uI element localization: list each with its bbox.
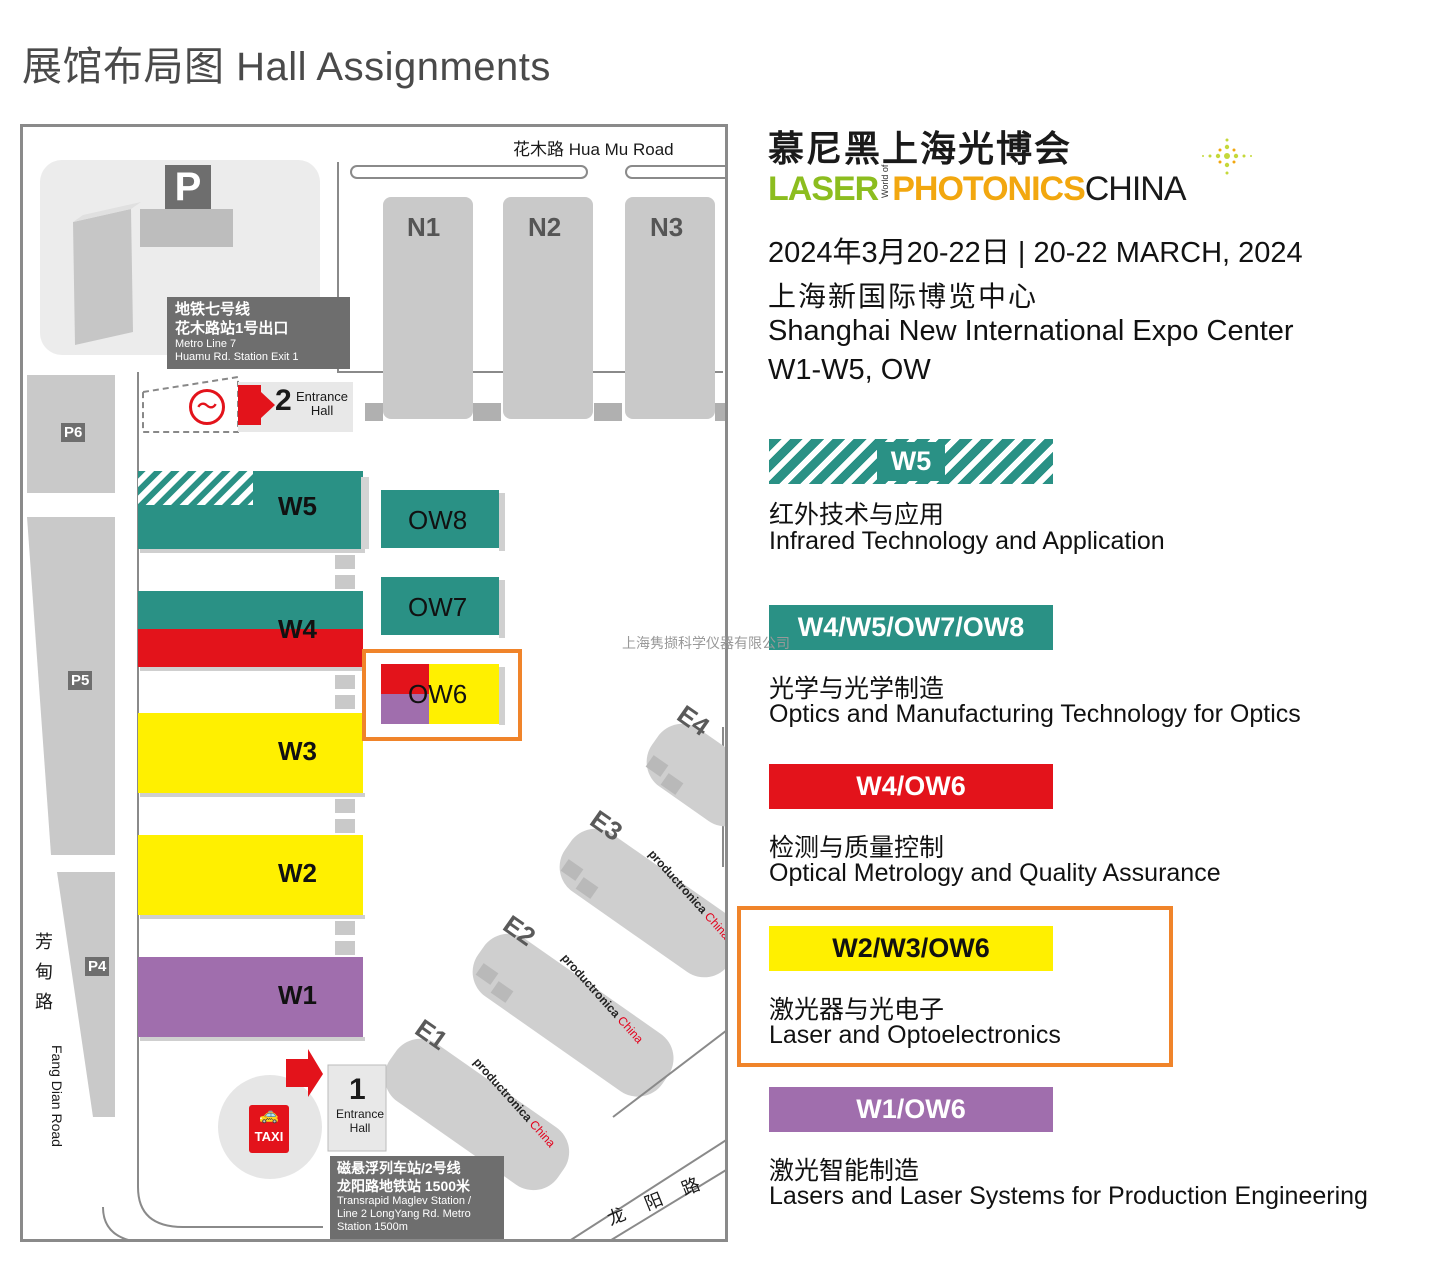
- entrance1-number: 1: [349, 1073, 366, 1106]
- p4-lot: [57, 872, 115, 1117]
- brand-sparkle-icon: [1202, 138, 1252, 175]
- road-fang-char3: 路: [35, 992, 53, 1012]
- venue-english: Shanghai New International Expo Center: [768, 315, 1294, 347]
- hall-n3-label: N3: [650, 212, 684, 242]
- hall-w2-label: W2: [278, 858, 317, 888]
- north-halls: [365, 197, 725, 421]
- brand-world-of: World of: [880, 164, 891, 199]
- entrance2-text2: Hall: [310, 403, 334, 418]
- entrance2-number: 2: [275, 384, 292, 417]
- legend-laser-en: Laser and Optoelectronics: [769, 1021, 1061, 1049]
- legend-laser-bar: W2/W3/OW6: [769, 926, 1053, 971]
- legend-laser-highlight: [737, 906, 1173, 1067]
- venue-map: 花木路 Hua Mu Road P N1 N2 N3 地铁七号线 花木路站1号出…: [20, 124, 728, 1242]
- hall-ow7-label: OW7: [408, 592, 468, 622]
- legend-production-cn: 激光智能制造: [769, 1156, 920, 1185]
- metro-exit-sign: 地铁七号线 花木路站1号出口 Metro Line 7 Huamu Rd. St…: [167, 297, 350, 369]
- legend-metrology-bar: W4/OW6: [769, 764, 1053, 809]
- venue-chinese: 上海新国际博览中心: [768, 281, 1039, 312]
- brand-photonics: PHOTONICS: [892, 170, 1086, 208]
- hall-ow6-label: OW6: [408, 679, 468, 709]
- maglev-sign-line5: Station 1500m: [337, 1221, 408, 1233]
- legend-production-bar: W1/OW6: [769, 1087, 1053, 1132]
- hall-w4-label: W4: [278, 614, 317, 644]
- entrance2-arrow-icon: [238, 385, 275, 425]
- metro-sign-line1: 地铁七号线: [175, 301, 251, 318]
- metro-logo-icon: 〜: [189, 389, 225, 425]
- legend-optics-cn: 光学与光学制造: [769, 674, 945, 703]
- metro-sign-line2: 花木路站1号出口: [175, 320, 289, 337]
- ow6-highlight: [362, 649, 522, 741]
- metro-sign-line3: Metro Line 7: [175, 338, 237, 350]
- entrance1-text2: Hall: [349, 1121, 371, 1135]
- maglev-sign-line1: 磁悬浮列车站/2号线: [337, 1160, 461, 1176]
- entrance1-arrow-icon: [286, 1049, 323, 1097]
- legend-w5-bar: W5: [769, 439, 1053, 484]
- map-graphics: [27, 160, 725, 1239]
- brand-laser: LASER: [768, 170, 879, 208]
- metro-sign-line4: Huamu Rd. Station Exit 1: [175, 351, 299, 363]
- entrance2-text1: Entrance: [296, 389, 349, 404]
- entrance1-text1: Entrance: [335, 1107, 385, 1121]
- hall-n1-label: N1: [407, 212, 441, 242]
- hall-w5-label: W5: [278, 491, 317, 521]
- maglev-sign-line2: 龙阳路地铁站 1500米: [337, 1178, 471, 1194]
- hall-ow8-label: OW8: [408, 505, 468, 535]
- legend-laser-cn: 激光器与光电子: [769, 995, 945, 1024]
- west-halls: [138, 471, 369, 1041]
- parking-p5-label: P5: [68, 671, 93, 690]
- legend-optics-bar: W4/W5/OW7/OW8: [769, 605, 1053, 650]
- parking-p6-label: P6: [61, 423, 86, 442]
- road-hua-mu: 花木路 Hua Mu Road: [513, 140, 674, 159]
- hall-w3-label: W3: [278, 736, 317, 766]
- maglev-sign-line4: Line 2 LongYang Rd. Metro: [337, 1208, 471, 1220]
- hall-n2-label: N2: [528, 212, 562, 242]
- outdoor-halls: [362, 490, 522, 741]
- east-halls: [384, 723, 725, 1191]
- legend-metrology-en: Optical Metrology and Quality Assurance: [769, 859, 1221, 887]
- maglev-sign: 磁悬浮列车站/2号线 龙阳路地铁站 1500米 Transrapid Magle…: [330, 1156, 504, 1239]
- hall-w1-label: W1: [278, 980, 317, 1010]
- taxi-icon: 🚕 TAXI: [249, 1105, 289, 1153]
- legend-metrology-cn: 检测与质量控制: [769, 833, 945, 862]
- legend-production-en: Lasers and Laser Systems for Production …: [769, 1182, 1368, 1210]
- legend-optics-en: Optics and Manufacturing Technology for …: [769, 700, 1301, 728]
- venue-halls: W1-W5, OW: [768, 354, 931, 386]
- road-fang-dian-cn: 芳 甸 路: [35, 927, 53, 1017]
- entrance1-label: Entrance Hall: [335, 1107, 385, 1135]
- legend-w5-en: Infrared Technology and Application: [769, 527, 1165, 555]
- parking-p4-label: P4: [85, 957, 110, 976]
- event-date: 2024年3月20-22日 | 20-22 MARCH, 2024: [768, 237, 1303, 269]
- road-fang-char1: 芳: [35, 932, 53, 952]
- road-fang-char2: 甸: [35, 962, 53, 982]
- brand-china: CHINA: [1084, 170, 1187, 208]
- entrance2-label: Entrance Hall: [296, 390, 348, 418]
- watermark: 上海隽撷科学仪器有限公司: [622, 636, 790, 652]
- legend-w5-cn: 红外技术与应用: [769, 500, 945, 529]
- parking-icon: P: [165, 165, 211, 209]
- road-fang-dian-en: Fang Dian Road: [49, 1045, 65, 1147]
- page-title: 展馆布局图 Hall Assignments: [22, 45, 551, 89]
- brand-chinese-name: 慕尼黑上海光博会: [768, 128, 1073, 170]
- taxi-label: TAXI: [254, 1129, 284, 1144]
- maglev-sign-line3: Transrapid Maglev Station /: [337, 1195, 472, 1207]
- legend-w5-tag: W5: [876, 442, 946, 481]
